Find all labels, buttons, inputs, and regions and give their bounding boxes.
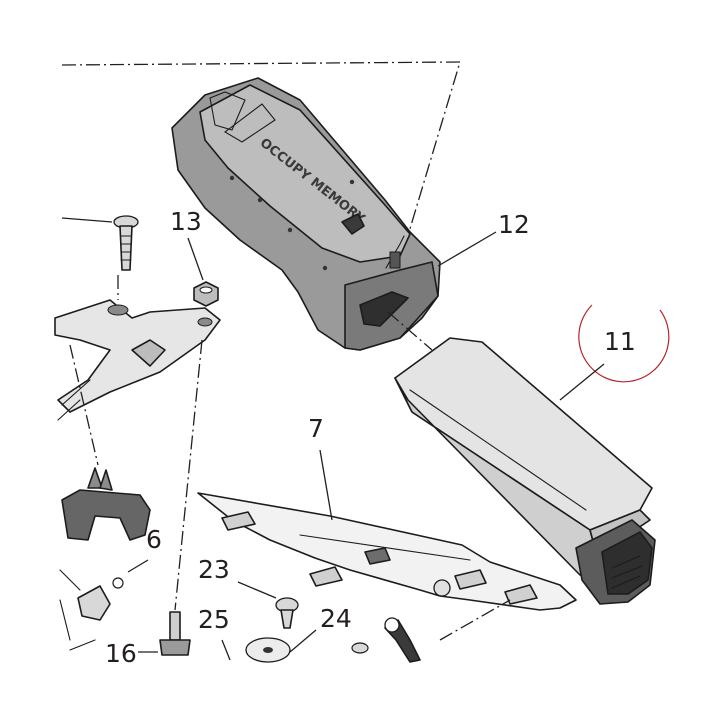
callout-11: 11	[604, 327, 636, 356]
part-23-screw	[275, 597, 299, 629]
part-24-washer	[245, 637, 291, 663]
part-6-clip	[77, 577, 124, 621]
callout-6: 6	[146, 525, 162, 554]
callout-25: 25	[198, 605, 230, 634]
callout-24: 24	[320, 604, 352, 633]
part-12-cover: OCCUPY MEMORY	[171, 77, 441, 351]
highlight-circle-11	[578, 304, 670, 383]
assembly-line-12-11	[387, 311, 433, 351]
assembly-line-top	[61, 61, 461, 263]
callout-7: 7	[308, 414, 324, 443]
left-bracket-assembly	[54, 299, 221, 421]
part-16-bolt	[159, 611, 191, 656]
callout-12: 12	[498, 210, 530, 239]
callout-13: 13	[170, 207, 202, 236]
callout-23: 23	[198, 555, 230, 584]
callout-16: 16	[105, 639, 137, 668]
part-13-nut	[193, 281, 219, 307]
plate-connectors	[221, 511, 538, 605]
screw-top-left	[113, 215, 139, 271]
part-7-bracket-plate	[197, 492, 577, 611]
cable-tie-and-screw	[351, 617, 421, 663]
rubber-mount	[61, 467, 151, 541]
part-11-control-unit	[394, 337, 656, 605]
